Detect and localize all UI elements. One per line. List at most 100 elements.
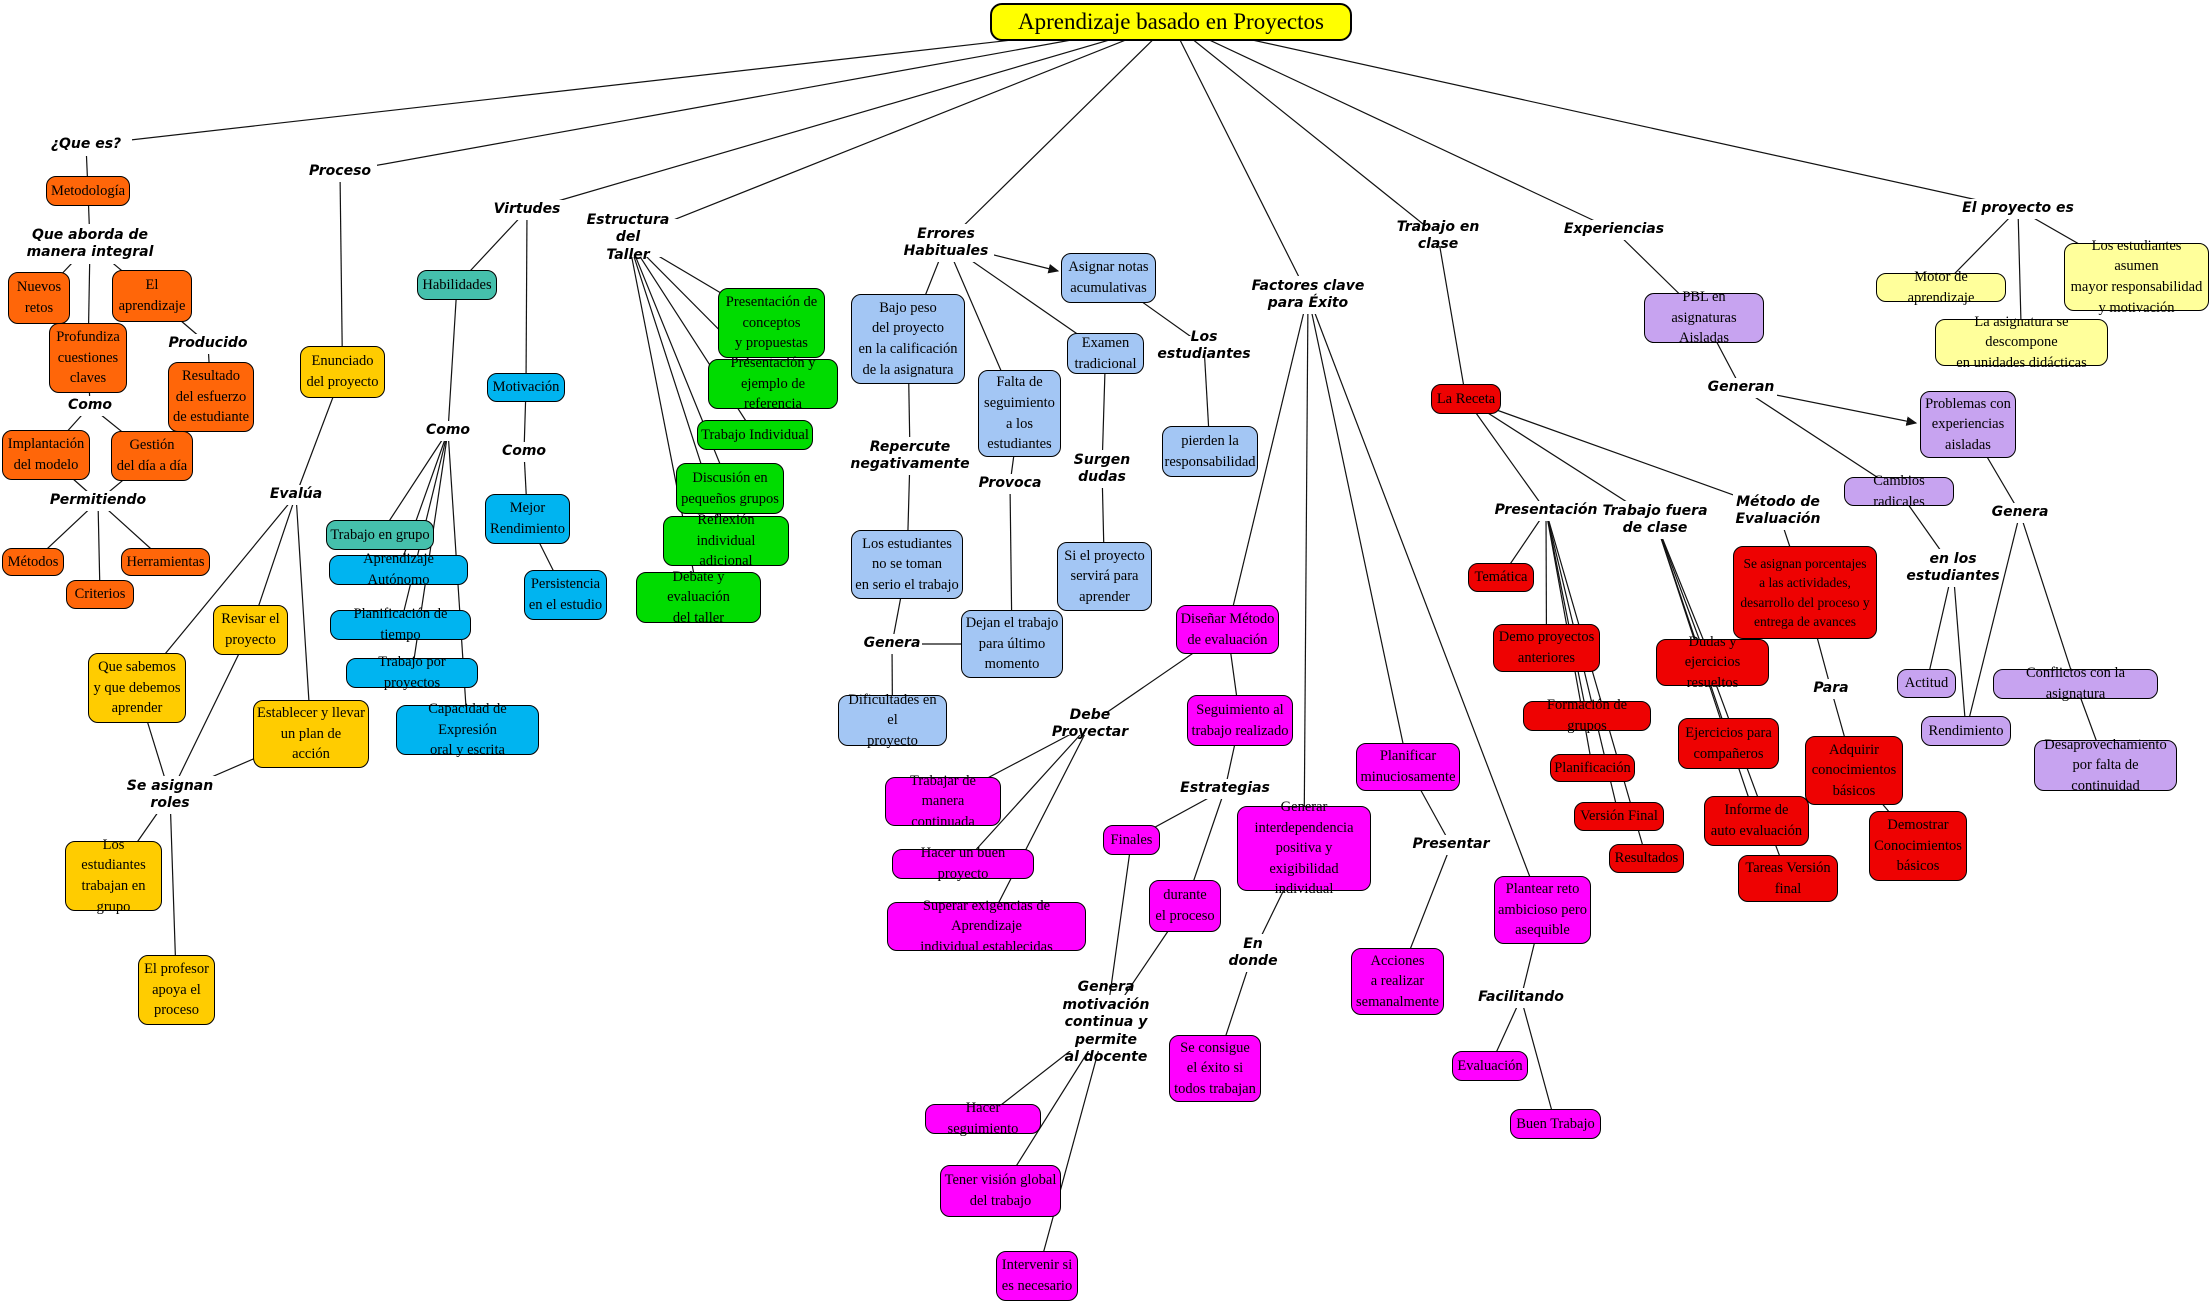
- concept-node-demo[interactable]: Demo proyectos anteriores: [1493, 624, 1600, 672]
- concept-node-tematica[interactable]: Temática: [1468, 563, 1534, 592]
- concept-node-intervenir[interactable]: Intervenir si es necesario: [996, 1251, 1078, 1301]
- concept-node-trab_ind[interactable]: Trabajo Individual: [697, 420, 813, 450]
- linking-label-facilitando[interactable]: Facilitando: [1476, 988, 1566, 1008]
- concept-node-plantear[interactable]: Plantear reto ambicioso pero asequible: [1494, 876, 1591, 944]
- concept-node-hacer_proy[interactable]: Hacer un buen proyecto: [892, 845, 1034, 882]
- linking-label-generan[interactable]: Generan: [1705, 378, 1777, 398]
- concept-node-criterios[interactable]: Criterios: [66, 580, 134, 609]
- linking-label-para[interactable]: Para: [1808, 679, 1854, 699]
- linking-label-virtudes[interactable]: Virtudes: [488, 200, 566, 220]
- linking-label-presentar[interactable]: Presentar: [1411, 835, 1491, 855]
- concept-node-disenar[interactable]: Diseñar Método de evaluación: [1176, 605, 1279, 654]
- linking-label-trabajo_clase[interactable]: Trabajo en clase: [1375, 219, 1501, 252]
- concept-node-finales[interactable]: Finales: [1103, 825, 1160, 855]
- linking-label-fuera[interactable]: Trabajo fuera de clase: [1602, 501, 1708, 539]
- concept-node-trabajar[interactable]: Trabajar de manera continuada: [885, 773, 1001, 830]
- concept-node-title[interactable]: Aprendizaje basado en Proyectos: [990, 3, 1352, 41]
- concept-node-trab_grupo[interactable]: Trabajo en grupo: [326, 520, 434, 550]
- concept-node-descompone[interactable]: La asignatura se descompone en unidades …: [1935, 314, 2108, 371]
- concept-node-capacidad[interactable]: Capacidad de Expresión oral y escrita: [396, 701, 539, 758]
- linking-label-presentacion[interactable]: Presentación: [1495, 501, 1597, 521]
- concept-node-metodologia[interactable]: Metodología: [46, 176, 130, 206]
- linking-label-como3[interactable]: Como: [498, 442, 550, 462]
- concept-node-resultado[interactable]: Resultado del esfuerzo de estudiante: [168, 362, 254, 432]
- linking-label-proyecto_es[interactable]: El proyecto es: [1960, 199, 2076, 219]
- concept-node-rendimiento[interactable]: Rendimiento: [1921, 716, 2011, 746]
- linking-label-proceso[interactable]: Proceso: [303, 162, 377, 182]
- concept-node-evaluacion[interactable]: Evaluación: [1452, 1051, 1528, 1081]
- concept-node-planificar[interactable]: Planificar minuciosamente: [1356, 743, 1460, 791]
- concept-node-asignar[interactable]: Asignar notas acumulativas: [1061, 253, 1156, 303]
- linking-label-evalua[interactable]: Evalúa: [266, 485, 326, 505]
- linking-label-como2[interactable]: Como: [422, 421, 474, 441]
- concept-node-acciones[interactable]: Acciones a realizar semanalmente: [1351, 948, 1444, 1015]
- concept-node-profesor[interactable]: El profesor apoya el proceso: [138, 955, 215, 1025]
- linking-label-en_donde[interactable]: En donde: [1226, 934, 1280, 972]
- concept-node-no_toman[interactable]: Los estudiantes no se toman en serio el …: [851, 530, 963, 599]
- concept-node-el_aprendizaje[interactable]: El aprendizaje: [112, 270, 192, 322]
- concept-node-habilidades[interactable]: Habilidades: [417, 270, 497, 300]
- concept-node-conflictos[interactable]: Conflictos con la asignatura: [1993, 665, 2158, 702]
- concept-node-examen[interactable]: Examen tradicional: [1067, 333, 1144, 374]
- linking-label-genera_mot[interactable]: Genera motivación continua y permite al …: [1036, 979, 1176, 1065]
- concept-node-resultados[interactable]: Resultados: [1609, 844, 1684, 873]
- concept-node-informe[interactable]: Informe de auto evaluación: [1704, 796, 1809, 846]
- linking-label-experiencias[interactable]: Experiencias: [1562, 220, 1666, 240]
- concept-node-falta[interactable]: Falta de seguimiento a los estudiantes: [978, 370, 1061, 457]
- concept-node-bajo_peso[interactable]: Bajo peso del proyecto en la calificació…: [851, 294, 965, 384]
- linking-label-en_los[interactable]: en los estudiantes: [1906, 549, 2000, 587]
- linking-label-que_es[interactable]: ¿Que es?: [40, 134, 132, 156]
- concept-node-hacer_seg[interactable]: Hacer seguimiento: [925, 1100, 1041, 1137]
- concept-node-tareas[interactable]: Tareas Versión final: [1738, 855, 1838, 902]
- concept-node-que_sabemos[interactable]: Que sabemos y que debemos aprender: [88, 653, 186, 723]
- concept-node-reflexion[interactable]: Reflexión individual adicional: [663, 512, 789, 569]
- concept-node-dificultades[interactable]: Dificultades en el proyecto: [838, 692, 947, 749]
- linking-label-repercute[interactable]: Repercute negativamente: [850, 437, 970, 475]
- concept-node-pierden[interactable]: pierden la responsabilidad: [1162, 426, 1258, 477]
- concept-node-trab_proy[interactable]: Trabajo por proyectos: [346, 654, 478, 691]
- linking-label-que_aborda[interactable]: Que aborda de manera integral: [22, 224, 158, 264]
- linking-label-factores[interactable]: Factores clave para Éxito: [1250, 276, 1366, 314]
- concept-node-nuevos_retos[interactable]: Nuevos retos: [8, 272, 70, 324]
- concept-node-mejor[interactable]: Mejor Rendimiento: [485, 494, 570, 544]
- concept-node-persistencia[interactable]: Persistencia en el estudio: [524, 570, 607, 620]
- concept-node-cambios[interactable]: Cambios radicales: [1844, 473, 1954, 510]
- linking-label-errores[interactable]: Errores Habituales: [898, 224, 994, 262]
- linking-label-genera2[interactable]: Genera: [1990, 503, 2050, 523]
- linking-label-metodo_eval[interactable]: Método de Evaluación: [1733, 492, 1823, 530]
- linking-label-debe_proyectar[interactable]: Debe Proyectar: [1035, 707, 1145, 740]
- concept-node-dudas[interactable]: Dudas y ejercicios resueltos: [1656, 634, 1769, 691]
- concept-node-asumen[interactable]: Los estudiantes asumen mayor responsabil…: [2064, 238, 2209, 316]
- concept-node-debate[interactable]: Debate y evaluación del taller: [636, 569, 761, 626]
- linking-label-estrategias[interactable]: Estrategias: [1180, 779, 1270, 799]
- linking-label-estructura[interactable]: Estructura del Taller: [576, 212, 680, 263]
- linking-label-se_asignan[interactable]: Se asignan roles: [122, 776, 218, 814]
- concept-node-adquirir[interactable]: Adquirir conocimientos básicos: [1805, 736, 1903, 805]
- linking-label-los_estudiantes[interactable]: Los estudiantes: [1148, 329, 1260, 362]
- concept-node-plan_tiempo[interactable]: Planificación de tiempo: [330, 606, 471, 643]
- concept-node-establecer[interactable]: Establecer y llevar un plan de acción: [253, 700, 369, 768]
- concept-node-metodos[interactable]: Métodos: [2, 548, 64, 576]
- linking-label-permitiendo[interactable]: Permitiendo: [50, 491, 146, 511]
- concept-node-discusion[interactable]: Discusión en pequeños grupos: [676, 463, 784, 514]
- concept-node-herramientas[interactable]: Herramientas: [121, 548, 210, 576]
- concept-node-demostrar[interactable]: Demostrar Conocimientos básicos: [1869, 811, 1967, 881]
- linking-label-surgen[interactable]: Surgen dudas: [1070, 450, 1134, 488]
- concept-node-enunciado[interactable]: Enunciado del proyecto: [300, 346, 385, 398]
- concept-node-ejercicios[interactable]: Ejercicios para compañeros: [1678, 718, 1779, 769]
- concept-node-receta[interactable]: La Receta: [1431, 384, 1501, 414]
- concept-node-durante[interactable]: durante el proceso: [1149, 880, 1221, 932]
- concept-node-planificacion[interactable]: Planificación: [1550, 754, 1635, 782]
- concept-node-pres_ejemplo[interactable]: Presentación y ejemplo de referencia: [708, 355, 838, 412]
- concept-node-gestion[interactable]: Gestión del día a día: [111, 431, 193, 481]
- concept-node-desaprov[interactable]: Desaprovechamiento por falta de continui…: [2034, 737, 2177, 794]
- concept-node-formacion[interactable]: Formación de grupos: [1523, 697, 1651, 734]
- concept-node-tener_vision[interactable]: Tener visión global del trabajo: [940, 1165, 1061, 1217]
- concept-node-generar[interactable]: Generar interdependencia positiva y exig…: [1237, 799, 1371, 897]
- concept-node-implantacion[interactable]: Implantación del modelo: [2, 430, 90, 480]
- linking-label-producido[interactable]: Producido: [165, 334, 251, 354]
- concept-node-motivacion[interactable]: Motivación: [487, 373, 565, 402]
- concept-node-actitud[interactable]: Actitud: [1897, 669, 1956, 698]
- concept-node-los_est_grupo[interactable]: Los estudiantes trabajan en grupo: [65, 837, 162, 915]
- linking-label-provoca[interactable]: Provoca: [976, 474, 1044, 494]
